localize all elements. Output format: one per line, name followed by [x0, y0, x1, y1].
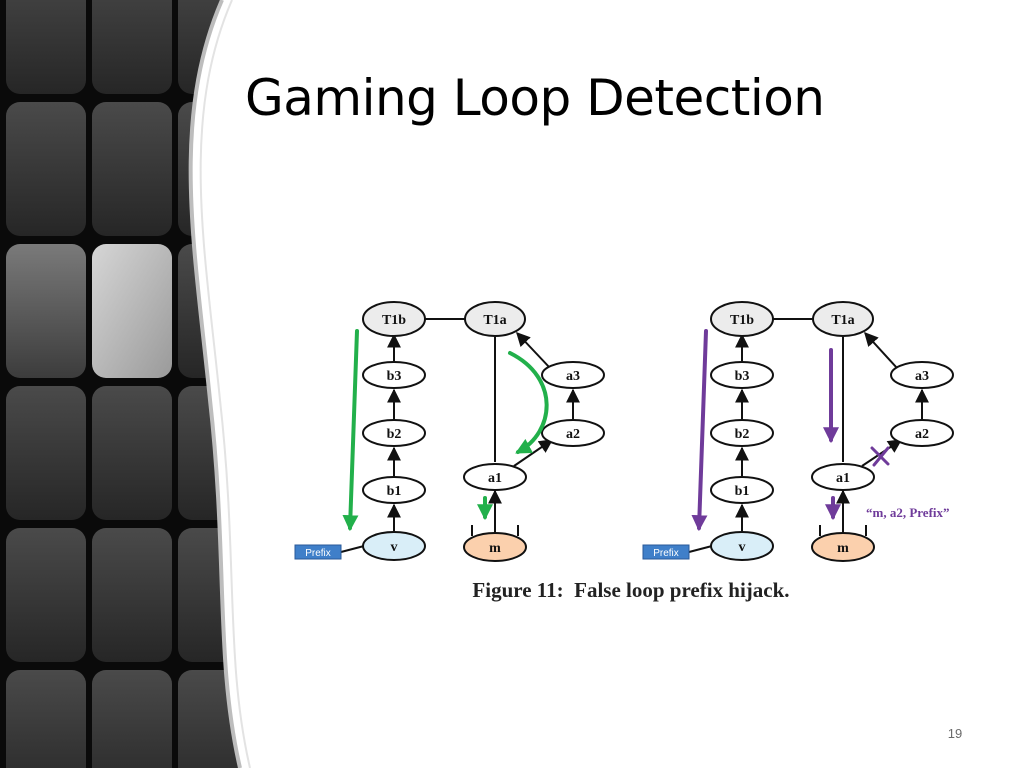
- decor-tile: [92, 670, 172, 768]
- label-b3: b3: [735, 369, 750, 384]
- node-v: [710, 531, 774, 561]
- label-v: v: [391, 540, 398, 555]
- label-a3: a3: [915, 369, 929, 384]
- node-a2: [541, 419, 605, 447]
- node-a3: [541, 361, 605, 389]
- right-purple-arrows: [691, 329, 841, 532]
- green-arrow-t1b-to-prefix: [342, 329, 359, 532]
- node-a1: [463, 463, 527, 491]
- green-arrow-curved-loop: [508, 351, 549, 454]
- decor-tile: [92, 0, 172, 94]
- label-a2: a2: [915, 427, 929, 442]
- label-a3: a3: [566, 369, 580, 384]
- label-a1: a1: [836, 471, 850, 486]
- node-b1: [710, 476, 774, 504]
- node-t1b: [710, 301, 774, 337]
- label-t1a: T1a: [483, 313, 506, 328]
- label-t1b: T1b: [730, 313, 754, 328]
- node-b1: [362, 476, 426, 504]
- node-a2: [890, 419, 954, 447]
- right-node-labels: T1b T1a b3 b2 b1 v a3 a2 a1 m: [730, 313, 929, 556]
- blocked-link-x-icon: [870, 446, 890, 467]
- decor-tile: [6, 670, 86, 768]
- edge-a3-t1a: [516, 331, 551, 369]
- label-v: v: [739, 540, 746, 555]
- node-m: [811, 532, 875, 562]
- label-a2: a2: [566, 427, 580, 442]
- prefix-tag-label: Prefix: [305, 548, 331, 559]
- edge-prefix-v: [340, 545, 365, 553]
- node-t1a: [812, 301, 874, 337]
- decor-tile: [92, 244, 172, 378]
- left-green-arrows: [342, 329, 549, 532]
- node-m: [463, 532, 527, 562]
- decor-tile: [6, 102, 86, 236]
- node-v: [362, 531, 426, 561]
- node-b3: [362, 361, 426, 389]
- decor-tile: [6, 528, 86, 662]
- label-b3: b3: [387, 369, 402, 384]
- left-edges: [340, 318, 580, 553]
- node-a3: [890, 361, 954, 389]
- decor-tile: [6, 386, 86, 520]
- decor-tile: [92, 528, 172, 662]
- label-m: m: [489, 541, 501, 556]
- label-m: m: [837, 541, 849, 556]
- purple-arrow-t1b-to-prefix: [691, 329, 708, 532]
- prefix-tag-label: Prefix: [653, 548, 679, 559]
- figure-caption: Figure 11: False loop prefix hijack.: [472, 578, 789, 602]
- left-m-ticks: [471, 525, 519, 536]
- decor-tile: [6, 244, 86, 378]
- node-t1b: [362, 301, 426, 337]
- node-b3: [710, 361, 774, 389]
- slide-number: 19: [947, 726, 963, 741]
- decor-tile: [6, 0, 86, 94]
- label-b1: b1: [387, 484, 402, 499]
- label-b1: b1: [735, 484, 750, 499]
- decor-tile: [92, 386, 172, 520]
- label-a1: a1: [488, 471, 502, 486]
- slide-title: Gaming Loop Detection: [245, 69, 825, 127]
- prefix-tag: [642, 544, 690, 560]
- left-node-labels: T1b T1a b3 b2 b1 v a3 a2 a1 m: [382, 313, 580, 556]
- prefix-tag: [294, 544, 342, 560]
- node-b2: [710, 419, 774, 447]
- node-b2: [362, 419, 426, 447]
- right-nodes: [710, 301, 954, 562]
- edge-prefix-v: [688, 545, 713, 553]
- left-nodes: [362, 301, 605, 562]
- right-m-ticks: [819, 525, 867, 536]
- decor-tile: [92, 102, 172, 236]
- label-t1a: T1a: [831, 313, 854, 328]
- label-b2: b2: [735, 427, 750, 442]
- edge-a3-t1a: [864, 331, 898, 369]
- edge-a1-a2: [861, 439, 903, 467]
- right-diagram: T1b T1a b3 b2 b1 v a3 a2 a1 m Prefix “m,…: [642, 301, 954, 562]
- right-edges: [688, 318, 929, 553]
- node-t1a: [464, 301, 526, 337]
- label-t1b: T1b: [382, 313, 406, 328]
- label-b2: b2: [387, 427, 402, 442]
- route-annotation: “m, a2, Prefix”: [866, 505, 950, 520]
- left-diagram: T1b T1a b3 b2 b1 v a3 a2 a1 m Prefix: [294, 301, 605, 562]
- node-a1: [811, 463, 875, 491]
